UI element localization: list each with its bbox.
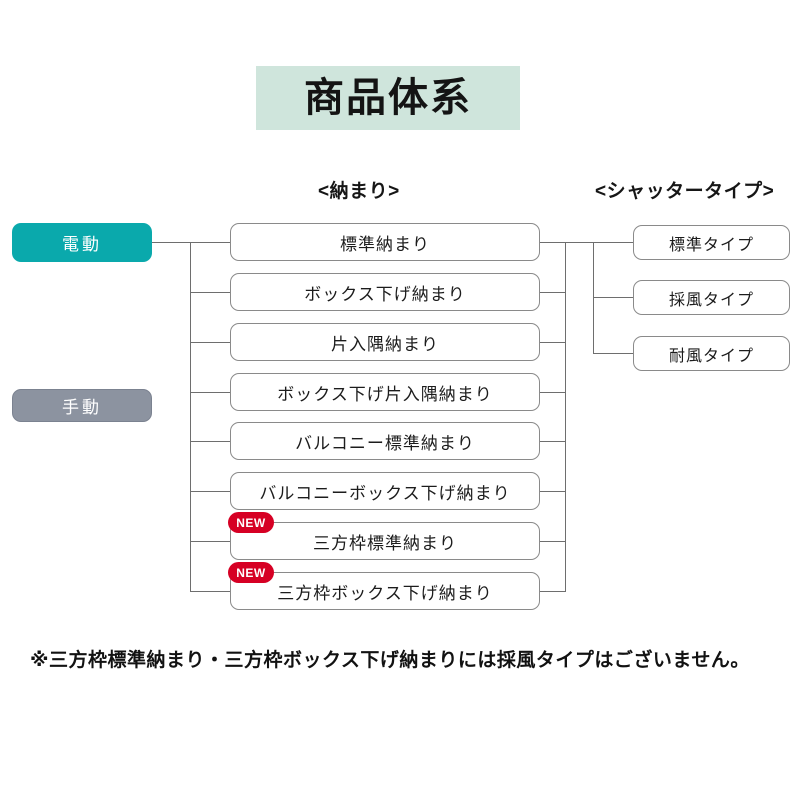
connector-branch-1 <box>190 242 230 243</box>
osamari-box-1[interactable]: 標準納まり <box>230 223 540 261</box>
osamari-box-8-label: 三方枠ボックス下げ納まり <box>277 583 493 603</box>
shutter-type-box-1-label: 標準タイプ <box>668 236 754 254</box>
page-title: 商品体系 <box>304 76 472 120</box>
connector-out-8 <box>540 591 566 592</box>
connector-branch-2 <box>190 292 230 293</box>
title-band: 商品体系 <box>256 66 520 130</box>
osamari-box-8[interactable]: 三方枠ボックス下げ納まり <box>230 572 540 610</box>
mode-pill-electric-label: 電動 <box>62 235 102 254</box>
column-header-osamari: <納まり> <box>318 181 400 202</box>
connector-branch-8 <box>190 591 230 592</box>
connector-branch-4 <box>190 392 230 393</box>
osamari-box-5[interactable]: バルコニー標準納まり <box>230 422 540 460</box>
connector-out-7 <box>540 541 566 542</box>
shutter-type-box-3[interactable]: 耐風タイプ <box>633 336 790 371</box>
connector-branch-3 <box>190 342 230 343</box>
connector-shutter-branch-2 <box>593 297 633 298</box>
connector-out-2 <box>540 292 566 293</box>
osamari-box-7-label: 三方枠標準納まり <box>313 533 457 553</box>
osamari-box-2[interactable]: ボックス下げ納まり <box>230 273 540 311</box>
connector-right-collector-trunk <box>565 242 566 591</box>
osamari-box-7[interactable]: 三方枠標準納まり <box>230 522 540 560</box>
mode-pill-electric[interactable]: 電動 <box>12 223 152 262</box>
connector-branch-6 <box>190 491 230 492</box>
connector-electric-to-trunk <box>152 242 190 243</box>
osamari-box-3[interactable]: 片入隅納まり <box>230 323 540 361</box>
osamari-box-4-label: ボックス下げ片入隅納まり <box>277 384 493 404</box>
new-badge-osamari-8: NEW <box>228 562 274 583</box>
mode-pill-manual-label: 手動 <box>62 398 102 417</box>
connector-left-trunk <box>190 242 191 591</box>
osamari-box-3-label: 片入隅納まり <box>331 334 439 354</box>
footnote-text: ※三方枠標準納まり・三方枠ボックス下げ納まりには採風タイプはございません。 <box>30 650 750 671</box>
osamari-box-2-label: ボックス下げ納まり <box>304 284 466 304</box>
new-badge-osamari-7: NEW <box>228 512 274 533</box>
connector-branch-5 <box>190 441 230 442</box>
connector-out-1 <box>540 242 566 243</box>
connector-collector-to-shutter-trunk <box>565 242 593 243</box>
connector-shutter-branch-3 <box>593 353 633 354</box>
shutter-type-box-2[interactable]: 採風タイプ <box>633 280 790 315</box>
osamari-box-5-label: バルコニー標準納まり <box>295 433 475 453</box>
osamari-box-6-label: バルコニーボックス下げ納まり <box>259 483 511 503</box>
connector-out-5 <box>540 441 566 442</box>
connector-out-3 <box>540 342 566 343</box>
connector-shutter-branch-1 <box>593 242 633 243</box>
shutter-type-box-3-label: 耐風タイプ <box>668 347 754 365</box>
shutter-type-box-1[interactable]: 標準タイプ <box>633 225 790 260</box>
shutter-type-box-2-label: 採風タイプ <box>668 291 754 309</box>
osamari-box-4[interactable]: ボックス下げ片入隅納まり <box>230 373 540 411</box>
connector-out-4 <box>540 392 566 393</box>
connector-branch-7 <box>190 541 230 542</box>
osamari-box-1-label: 標準納まり <box>340 234 430 254</box>
column-header-shutter-type: <シャッタータイプ> <box>595 181 775 202</box>
osamari-box-6[interactable]: バルコニーボックス下げ納まり <box>230 472 540 510</box>
mode-pill-manual[interactable]: 手動 <box>12 389 152 422</box>
connector-out-6 <box>540 491 566 492</box>
